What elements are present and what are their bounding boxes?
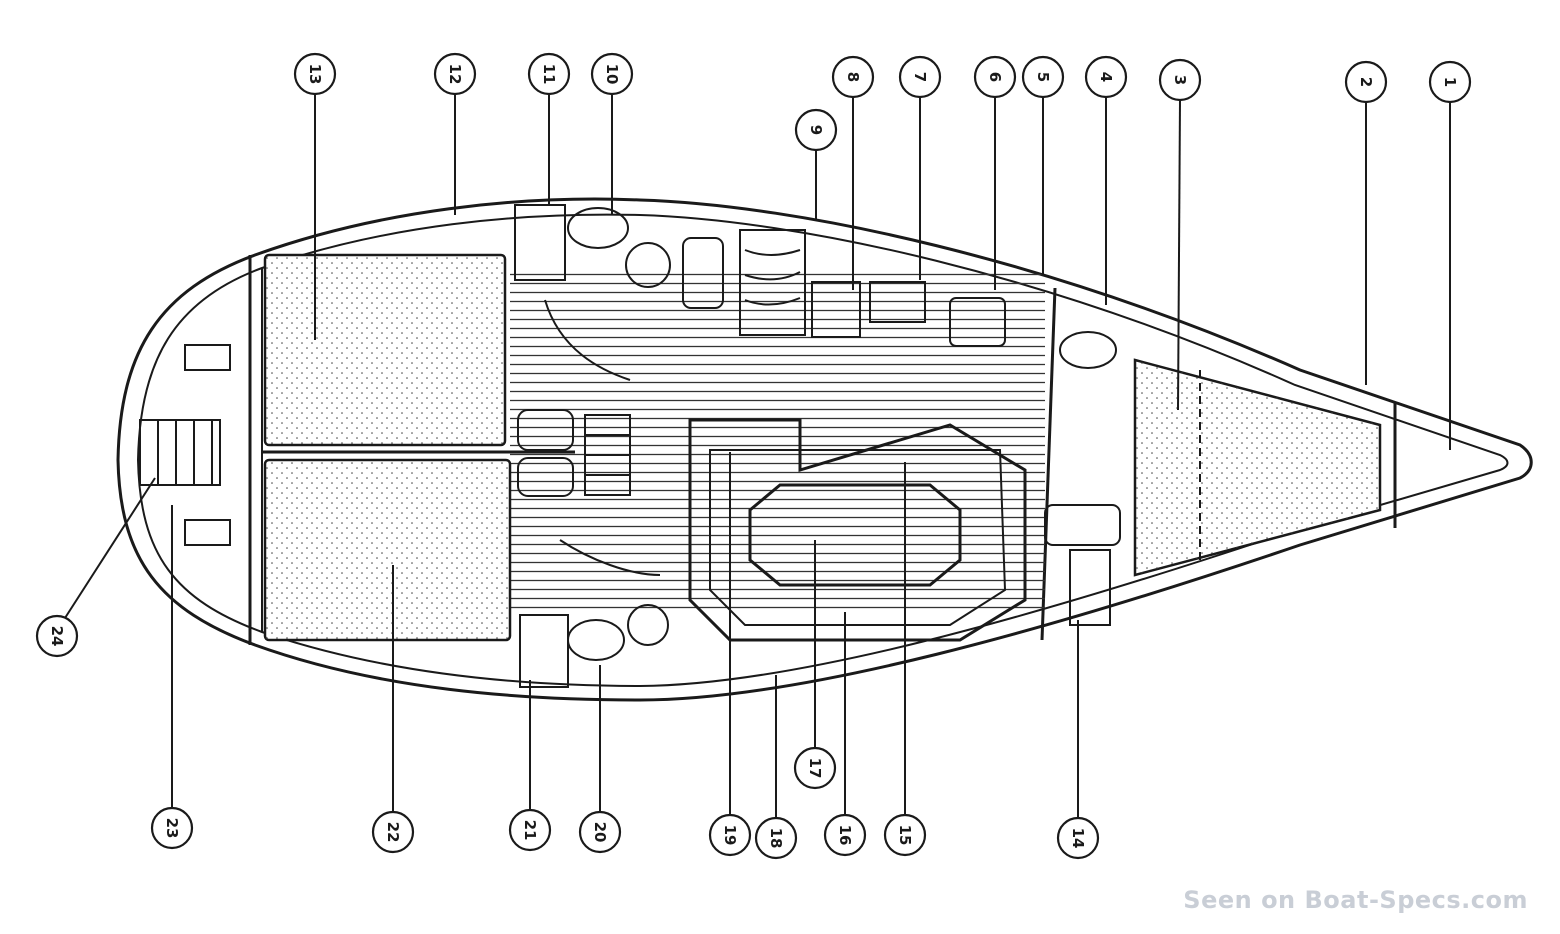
callout-12-number: 12 <box>446 64 464 85</box>
callout-7: 7 <box>898 55 942 99</box>
callout-17: 17 <box>793 746 837 790</box>
callout-24-number: 24 <box>48 626 66 647</box>
callout-13-number: 13 <box>306 64 324 85</box>
callout-6-number: 6 <box>986 72 1004 82</box>
callout-13: 13 <box>293 52 337 96</box>
callout-14-number: 14 <box>1069 828 1087 849</box>
callout-21: 21 <box>508 808 552 852</box>
callout-2-number: 2 <box>1357 77 1375 87</box>
transom-steps <box>139 344 231 546</box>
callout-19-number: 19 <box>721 825 739 846</box>
callout-1: 1 <box>1428 60 1472 104</box>
galley-nav <box>739 229 1117 369</box>
callout-21-number: 21 <box>521 820 539 841</box>
callout-24: 24 <box>35 614 79 658</box>
callout-15-number: 15 <box>896 825 914 846</box>
callout-8: 8 <box>831 55 875 99</box>
callout-17-number: 17 <box>806 758 824 779</box>
callout-16-number: 16 <box>836 825 854 846</box>
cabin-sole <box>510 270 1045 610</box>
callout-20: 20 <box>578 810 622 854</box>
leader-lines <box>64 94 1451 818</box>
callout-6: 6 <box>973 55 1017 99</box>
callout-23-number: 23 <box>163 818 181 839</box>
watermark-text: Seen on Boat-Specs.com <box>1183 886 1528 914</box>
callout-23: 23 <box>150 806 194 850</box>
callout-3-number: 3 <box>1171 75 1189 85</box>
callout-12: 12 <box>433 52 477 96</box>
callout-7-number: 7 <box>911 72 929 82</box>
callout-18-number: 18 <box>767 828 785 849</box>
callout-8-number: 8 <box>844 72 862 82</box>
callout-4-number: 4 <box>1097 72 1115 82</box>
saloon <box>688 418 1027 642</box>
callout-11-number: 11 <box>540 64 558 85</box>
callout-1-number: 1 <box>1441 77 1459 87</box>
callout-11: 11 <box>527 52 571 96</box>
callout-5: 5 <box>1021 55 1065 99</box>
callout-3: 3 <box>1158 58 1202 102</box>
companionway-steps <box>517 409 631 497</box>
callout-14: 14 <box>1056 816 1100 860</box>
callout-4: 4 <box>1084 55 1128 99</box>
callout-20-number: 20 <box>591 822 609 843</box>
callout-2: 2 <box>1344 60 1388 104</box>
callouts: 1 2 3 4 5 6 7 8 9 10 11 12 13 14 15 16 1… <box>35 52 1472 860</box>
callout-22: 22 <box>371 810 415 854</box>
hull <box>116 197 1533 702</box>
callout-9-number: 9 <box>807 125 825 135</box>
callout-9: 9 <box>794 108 838 152</box>
callout-19: 19 <box>708 813 752 857</box>
forward-berth <box>1044 358 1382 626</box>
callout-18: 18 <box>754 816 798 860</box>
callout-22-number: 22 <box>384 822 402 843</box>
callout-5-number: 5 <box>1034 72 1052 82</box>
callout-16: 16 <box>823 813 867 857</box>
heads <box>514 204 724 688</box>
callout-15: 15 <box>883 813 927 857</box>
callout-10-number: 10 <box>603 64 621 85</box>
aft-berths <box>262 253 575 642</box>
callout-10: 10 <box>590 52 634 96</box>
